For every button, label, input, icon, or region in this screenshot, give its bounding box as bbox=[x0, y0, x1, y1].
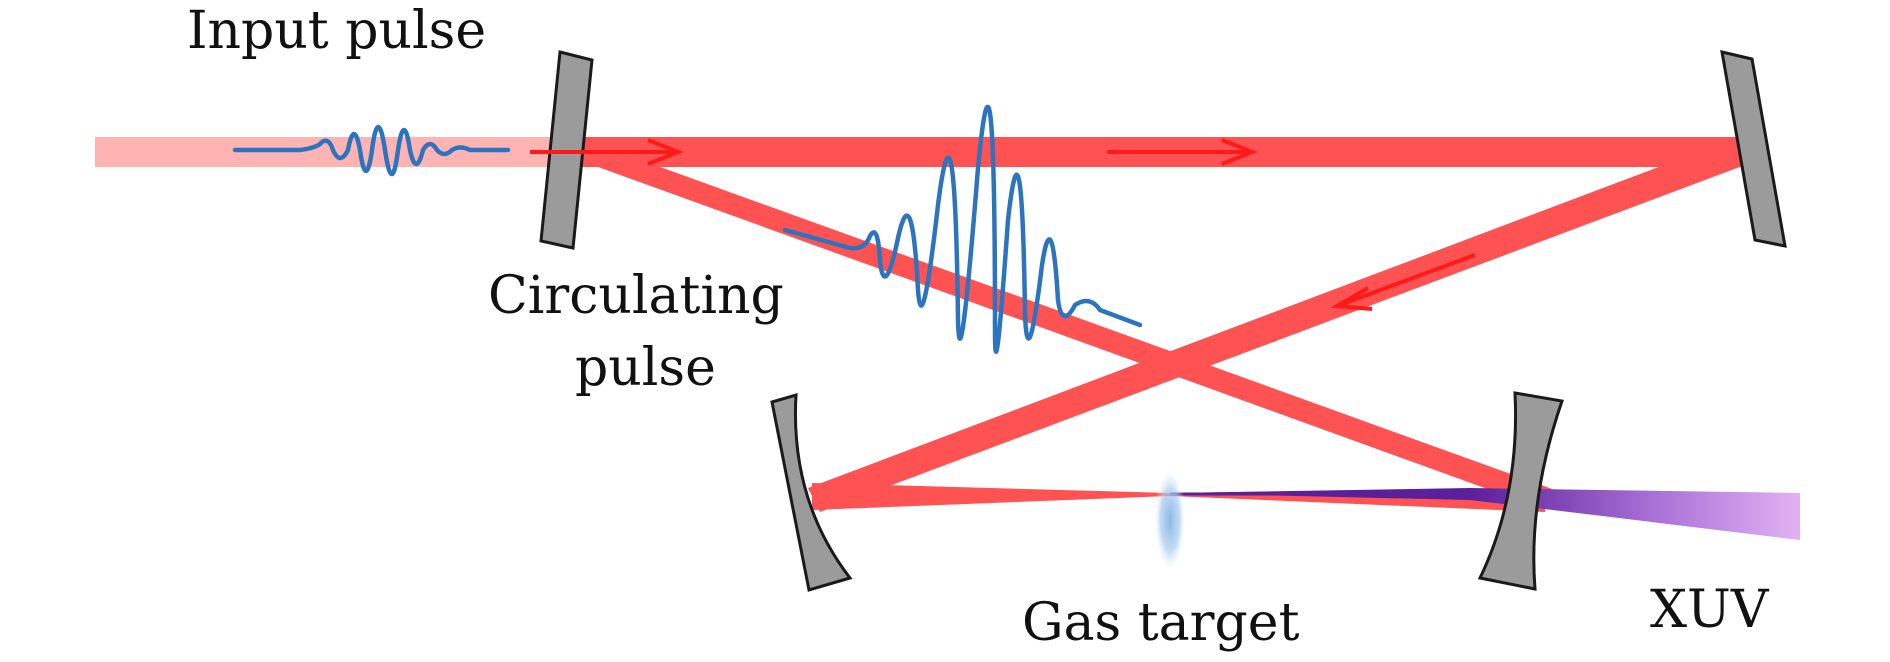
right-curved-mirror bbox=[1477, 391, 1564, 591]
arrow-diagonal-head bbox=[1330, 286, 1373, 311]
direction-arrows bbox=[530, 138, 1476, 311]
gas-target-label: Gas target bbox=[1022, 593, 1300, 653]
focus-beam bbox=[812, 483, 1170, 510]
arrow-input-head bbox=[647, 138, 684, 166]
input-pulse-wave-icon bbox=[232, 125, 511, 176]
circulating-pulse-wave-icon bbox=[782, 104, 1143, 354]
diagonal-beam-right-to-left bbox=[808, 140, 1745, 512]
arrow-diagonal bbox=[1339, 253, 1476, 307]
xuv-label: XUV bbox=[1650, 580, 1770, 640]
input-pulse-label: Input pulse bbox=[187, 1, 486, 61]
circulating-pulse-label-line2: pulse bbox=[575, 338, 716, 398]
circulating-pulse-label-line1: Circulating bbox=[488, 266, 784, 326]
arrow-top-head bbox=[1221, 138, 1258, 166]
xuv-beam bbox=[1170, 488, 1800, 540]
gas-target-icon bbox=[1154, 468, 1186, 572]
top-right-flat-mirror bbox=[1720, 50, 1787, 248]
diagonal-beam-left-to-right bbox=[565, 138, 1555, 508]
left-curved-mirror bbox=[770, 392, 853, 592]
